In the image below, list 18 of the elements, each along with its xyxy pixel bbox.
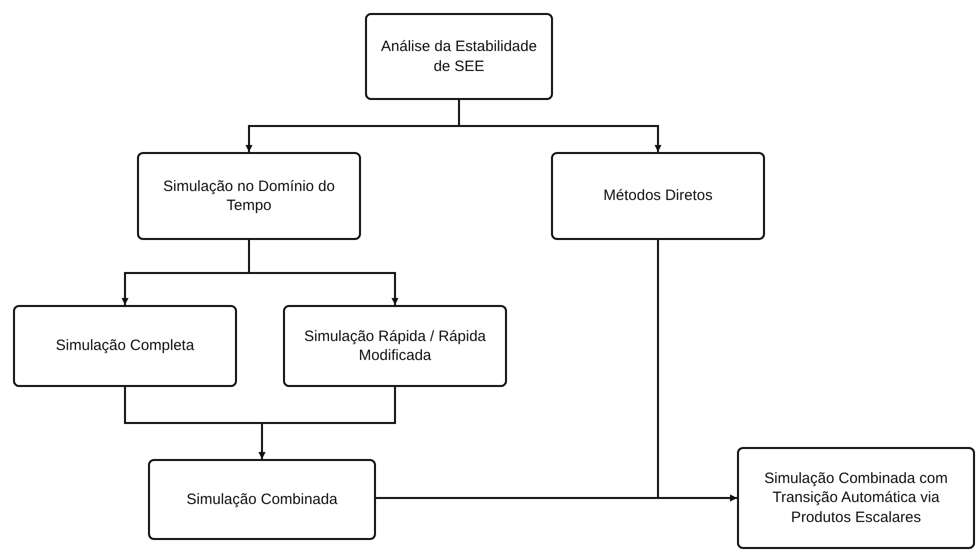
process-box — [13, 305, 237, 387]
box-label: Análise da Estabilidade de SEE — [380, 37, 538, 76]
box-label: Simulação Rápida / Rápida Modificada — [303, 326, 487, 366]
process-box — [365, 13, 553, 100]
box-label: Simulação Completa — [56, 336, 194, 356]
process-box — [551, 152, 765, 240]
arrow — [258, 387, 396, 459]
box-label: Simulação Combinada — [186, 490, 338, 510]
arrow — [376, 494, 737, 502]
box-label: Simulação Combinada com Transição Automática via Produtos Escalares — [763, 468, 949, 528]
arrow — [458, 100, 662, 152]
box-label: Métodos Diretos — [603, 186, 713, 206]
process-box — [148, 459, 376, 540]
box-label: Simulação no Domínio do Tempo — [162, 176, 336, 216]
process-box — [283, 305, 507, 387]
process-box — [737, 447, 975, 549]
process-box — [137, 152, 361, 240]
arrow — [248, 240, 398, 305]
